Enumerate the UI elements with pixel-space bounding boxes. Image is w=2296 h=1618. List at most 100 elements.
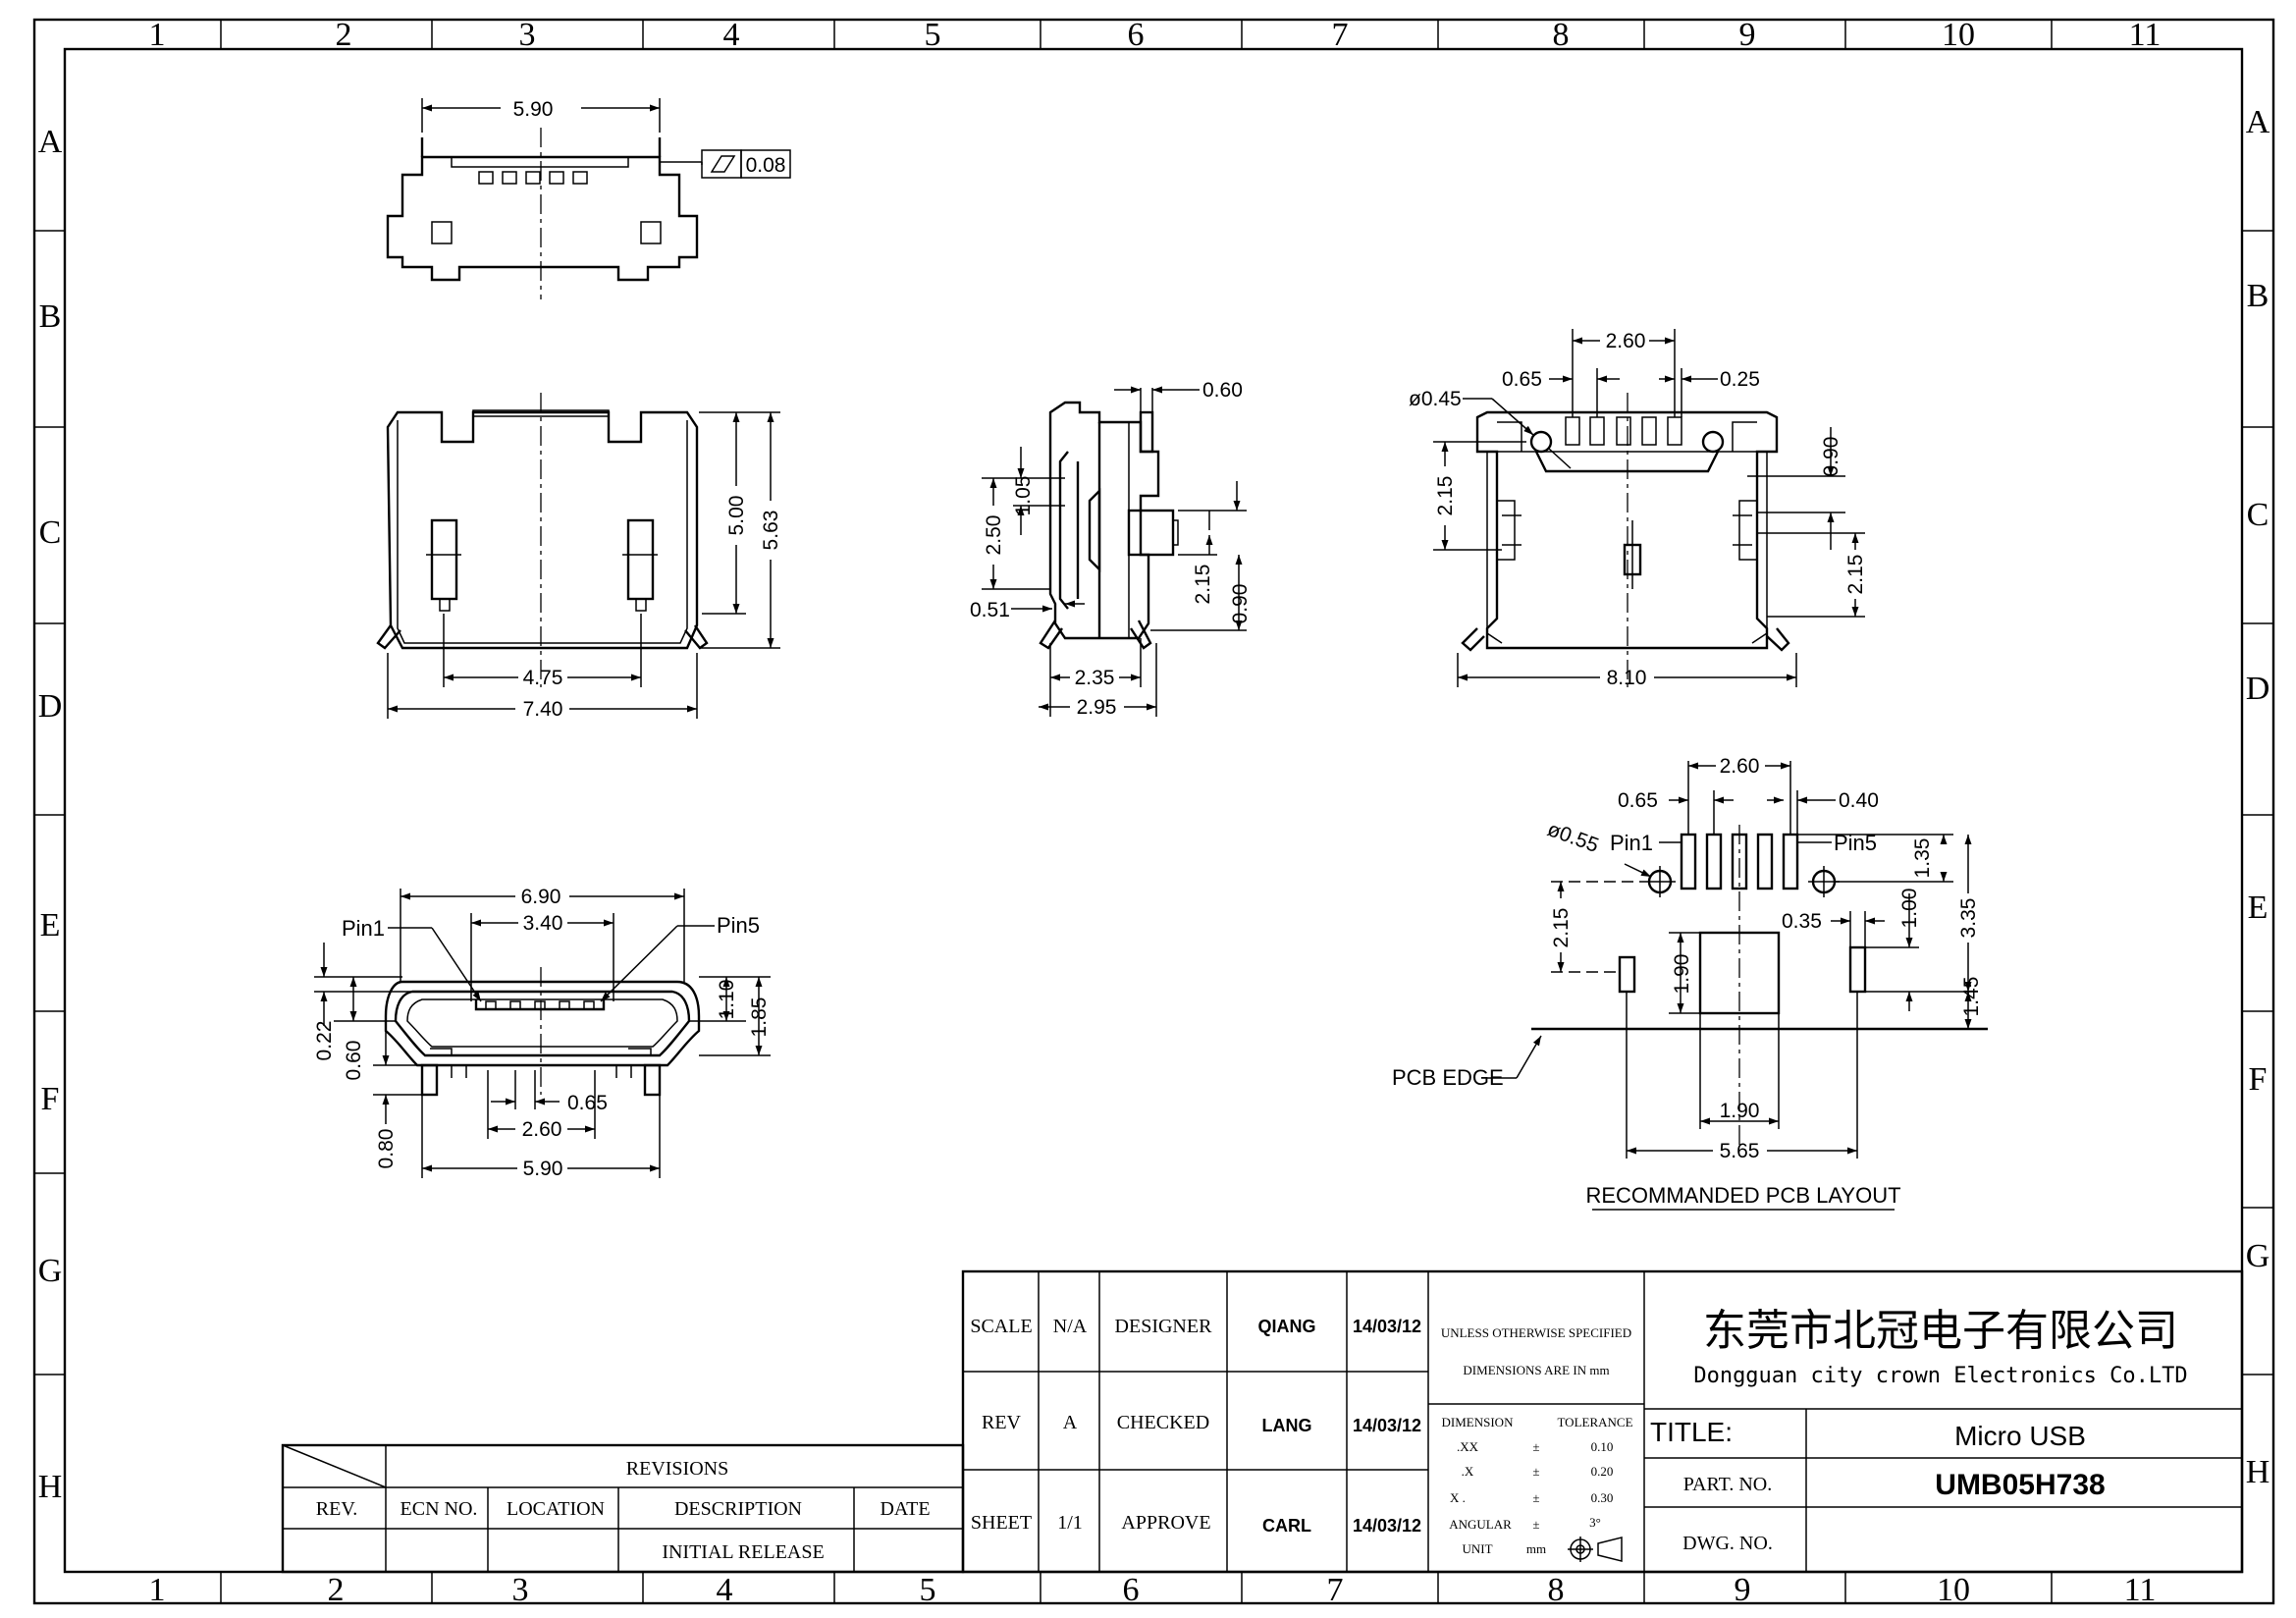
col-top-6: 6 bbox=[1128, 17, 1145, 53]
bottom-outer-width-dim: 6.90 bbox=[521, 886, 561, 908]
revisions-row-description: INITIAL RELEASE bbox=[662, 1541, 824, 1563]
bottom-width-dim: 5.90 bbox=[523, 1158, 563, 1180]
col-bot-4: 4 bbox=[717, 1572, 733, 1608]
tol-angular-value: 3° bbox=[1589, 1515, 1601, 1530]
pcb-layout-title: RECOMMANDED PCB LAYOUT bbox=[1585, 1183, 1900, 1208]
designer-date: 14/03/12 bbox=[1353, 1317, 1421, 1336]
pcb-h135-dim: 1.35 bbox=[1911, 838, 1934, 879]
row-left-F: F bbox=[41, 1081, 60, 1117]
designer-label: DESIGNER bbox=[1115, 1316, 1213, 1337]
part-no-label: PART. NO. bbox=[1683, 1474, 1773, 1495]
pcb-h145-dim: 1.45 bbox=[1960, 977, 1983, 1017]
end-hole-dim: ø0.45 bbox=[1409, 388, 1462, 410]
rev-value: A bbox=[1063, 1412, 1078, 1433]
note-line-1: UNLESS OTHERWISE SPECIFIED bbox=[1441, 1325, 1631, 1340]
pcb-pad-width-dim: 0.40 bbox=[1839, 789, 1879, 812]
pcb-h335-dim: 3.35 bbox=[1957, 898, 1980, 939]
pcb-h190-dim: 1.90 bbox=[1671, 954, 1693, 995]
part-no-value: UMB05H738 bbox=[1935, 1469, 2105, 1501]
bottom-d1-dim: 0.22 bbox=[313, 1021, 336, 1061]
side-w1-dim: 2.35 bbox=[1075, 667, 1115, 689]
side-h4-dim: 0.90 bbox=[1229, 584, 1252, 624]
row-right-F: F bbox=[2249, 1061, 2268, 1098]
bottom-h2-dim: 1.85 bbox=[748, 998, 771, 1038]
bottom-lead-dim: 0.80 bbox=[375, 1129, 398, 1169]
pcb-edge-label: PCB EDGE bbox=[1392, 1065, 1504, 1090]
top-flatness-dim: 0.08 bbox=[746, 154, 786, 177]
col-top-3: 3 bbox=[519, 17, 536, 53]
tol-xx-value: 0.10 bbox=[1591, 1439, 1614, 1454]
bottom-pin1-label: Pin1 bbox=[342, 916, 385, 941]
tol-angular-pm: ± bbox=[1532, 1517, 1539, 1532]
front-inner-width-dim: 4.75 bbox=[523, 667, 563, 689]
tol-x-value: 0.20 bbox=[1591, 1464, 1614, 1479]
tol-x-pm: ± bbox=[1532, 1464, 1539, 1479]
col-top-4: 4 bbox=[723, 17, 740, 53]
tol-unit-value: mm bbox=[1526, 1541, 1546, 1556]
col-bot-11: 11 bbox=[2124, 1572, 2157, 1608]
col-bot-8: 8 bbox=[1548, 1572, 1565, 1608]
pcb-h100-dim: 1.00 bbox=[1898, 889, 1921, 929]
row-left-H: H bbox=[38, 1469, 63, 1505]
col-bot-1: 1 bbox=[149, 1572, 166, 1608]
revisions-header-location: LOCATION bbox=[507, 1498, 605, 1520]
bottom-d2-dim: 0.60 bbox=[343, 1041, 365, 1081]
row-right-D: D bbox=[2246, 671, 2270, 707]
tol-header-dimension: DIMENSION bbox=[1442, 1415, 1515, 1429]
bottom-view: 6.90 3.40 Pin1 Pin5 1.10 1.85 0.22 0.60 bbox=[313, 886, 771, 1180]
company-name-cn: 东莞市北冠电子有限公司 bbox=[1703, 1306, 2178, 1356]
row-left-D: D bbox=[38, 688, 63, 725]
end-pitch-span-dim: 2.60 bbox=[1606, 330, 1646, 352]
scale-value: N/A bbox=[1053, 1316, 1088, 1337]
row-left-G: G bbox=[38, 1253, 63, 1289]
pcb-pitch-dim: 0.65 bbox=[1618, 789, 1658, 812]
front-view: 4.75 7.40 5.00 5.63 bbox=[376, 393, 782, 721]
approver-name: CARL bbox=[1262, 1516, 1311, 1536]
top-view: 5.90 0.08 bbox=[386, 98, 791, 299]
row-left-E: E bbox=[40, 907, 61, 944]
column-labels: 1 2 3 4 5 6 7 8 9 10 11 1 2 3 4 5 6 7 8 … bbox=[149, 17, 2162, 1608]
row-right-C: C bbox=[2247, 497, 2269, 533]
pcb-h215-dim: 2.15 bbox=[1550, 908, 1573, 948]
end-view: 2.60 0.65 0.25 ø0.45 2.15 0.90 2.15 bbox=[1409, 329, 1867, 689]
row-right-B: B bbox=[2247, 278, 2269, 314]
top-width-dim: 5.90 bbox=[513, 98, 554, 121]
col-bot-6: 6 bbox=[1123, 1572, 1140, 1608]
bottom-pin5-label: Pin5 bbox=[717, 913, 760, 938]
pcb-w190-dim: 1.90 bbox=[1720, 1100, 1760, 1122]
approve-label: APPROVE bbox=[1121, 1512, 1210, 1534]
pcb-w035-dim: 0.35 bbox=[1782, 910, 1822, 933]
bottom-pitch-dim: 0.65 bbox=[567, 1092, 608, 1114]
tol-x-label: .X bbox=[1462, 1464, 1474, 1479]
side-h2-dim: 1.05 bbox=[1012, 476, 1035, 516]
col-top-5: 5 bbox=[925, 17, 941, 53]
col-top-8: 8 bbox=[1553, 17, 1570, 53]
revisions-header-rev: REV. bbox=[316, 1498, 357, 1520]
side-h1-dim: 2.50 bbox=[983, 515, 1005, 556]
col-top-9: 9 bbox=[1739, 17, 1756, 53]
tol-angular-label: ANGULAR bbox=[1449, 1517, 1512, 1532]
col-top-7: 7 bbox=[1332, 17, 1349, 53]
dwg-no-label: DWG. NO. bbox=[1682, 1533, 1773, 1554]
side-offset-dim: 0.51 bbox=[970, 599, 1010, 621]
tol-header-tolerance: TOLERANCE bbox=[1557, 1415, 1632, 1429]
front-height-outer-dim: 5.63 bbox=[760, 511, 782, 551]
col-top-2: 2 bbox=[336, 17, 352, 53]
row-left-B: B bbox=[39, 298, 62, 335]
side-h3-dim: 2.15 bbox=[1192, 565, 1214, 605]
note-line-2: DIMENSIONS ARE IN mm bbox=[1463, 1363, 1609, 1377]
bottom-h1-dim: 1.10 bbox=[716, 980, 738, 1020]
designer-name: QIANG bbox=[1257, 1317, 1315, 1336]
end-pin-width-dim: 0.25 bbox=[1720, 368, 1760, 391]
col-bot-10: 10 bbox=[1937, 1572, 1970, 1608]
end-h1-dim: 2.15 bbox=[1434, 476, 1457, 516]
bottom-span-dim: 2.60 bbox=[522, 1118, 562, 1141]
checker-name: LANG bbox=[1262, 1416, 1312, 1435]
col-bot-9: 9 bbox=[1735, 1572, 1751, 1608]
side-view: 0.60 2.50 1.05 0.51 2.15 0.90 2.35 2. bbox=[970, 379, 1252, 719]
side-pin-dim: 0.60 bbox=[1202, 379, 1243, 402]
col-top-11: 11 bbox=[2129, 17, 2162, 53]
col-top-1: 1 bbox=[149, 17, 166, 53]
revisions-title: REVISIONS bbox=[626, 1458, 728, 1480]
